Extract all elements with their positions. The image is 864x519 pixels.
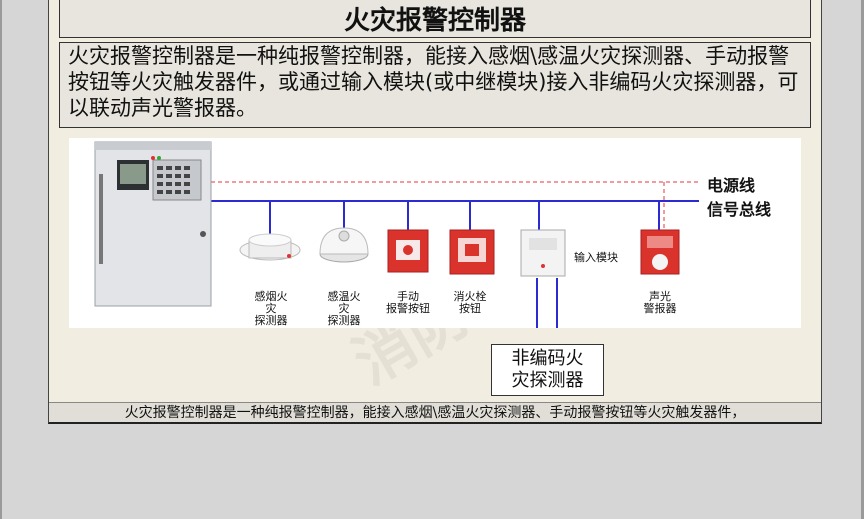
non-coded-detector-box: 非编码火灾探测器 bbox=[491, 344, 604, 396]
window-right-edge bbox=[861, 0, 864, 519]
input-module bbox=[520, 229, 566, 277]
wiring-diagram: 电源线 信号总线 输入模块 感烟火灾 探测器 感温火灾 探测器 手动 报警按钮 … bbox=[69, 138, 801, 328]
hydrant-button bbox=[449, 229, 495, 275]
smoke-detector-label: 感烟火灾 探测器 bbox=[254, 290, 288, 327]
subtitle-caption: 火灾报警控制器是一种纯报警控制器，能接入感烟\感温火灾探测器、手动报警按钮等火灾… bbox=[49, 402, 821, 422]
signal-bus-label: 信号总线 bbox=[707, 200, 772, 219]
slide: 消防 火灾报警控制器 火灾报警控制器是一种纯报警控制器，能接入感烟\感温火灾探测… bbox=[48, 0, 822, 424]
manual-alarm-button bbox=[387, 229, 429, 273]
sound-light-alarm-label: 声光 警报器 bbox=[643, 290, 677, 315]
input-module-label: 输入模块 bbox=[574, 251, 618, 264]
hydrant-button-label: 消火栓 按钮 bbox=[453, 290, 487, 315]
slide-title: 火灾报警控制器 bbox=[59, 0, 811, 38]
wiring-svg bbox=[94, 141, 699, 328]
non-coded-detector-label: 非编码火灾探测器 bbox=[511, 348, 584, 391]
manual-alarm-button-label: 手动 报警按钮 bbox=[386, 290, 430, 315]
window-left-edge bbox=[0, 0, 2, 519]
sound-light-alarm bbox=[640, 229, 680, 275]
heat-detector-label: 感温火灾 探测器 bbox=[327, 290, 361, 327]
heat-detector bbox=[319, 227, 369, 263]
smoke-detector bbox=[239, 233, 301, 261]
slide-description: 火灾报警控制器是一种纯报警控制器，能接入感烟\感温火灾探测器、手动报警按钮等火灾… bbox=[59, 42, 811, 128]
power-line-label: 电源线 bbox=[707, 176, 756, 195]
controller-cabinet bbox=[94, 141, 212, 307]
